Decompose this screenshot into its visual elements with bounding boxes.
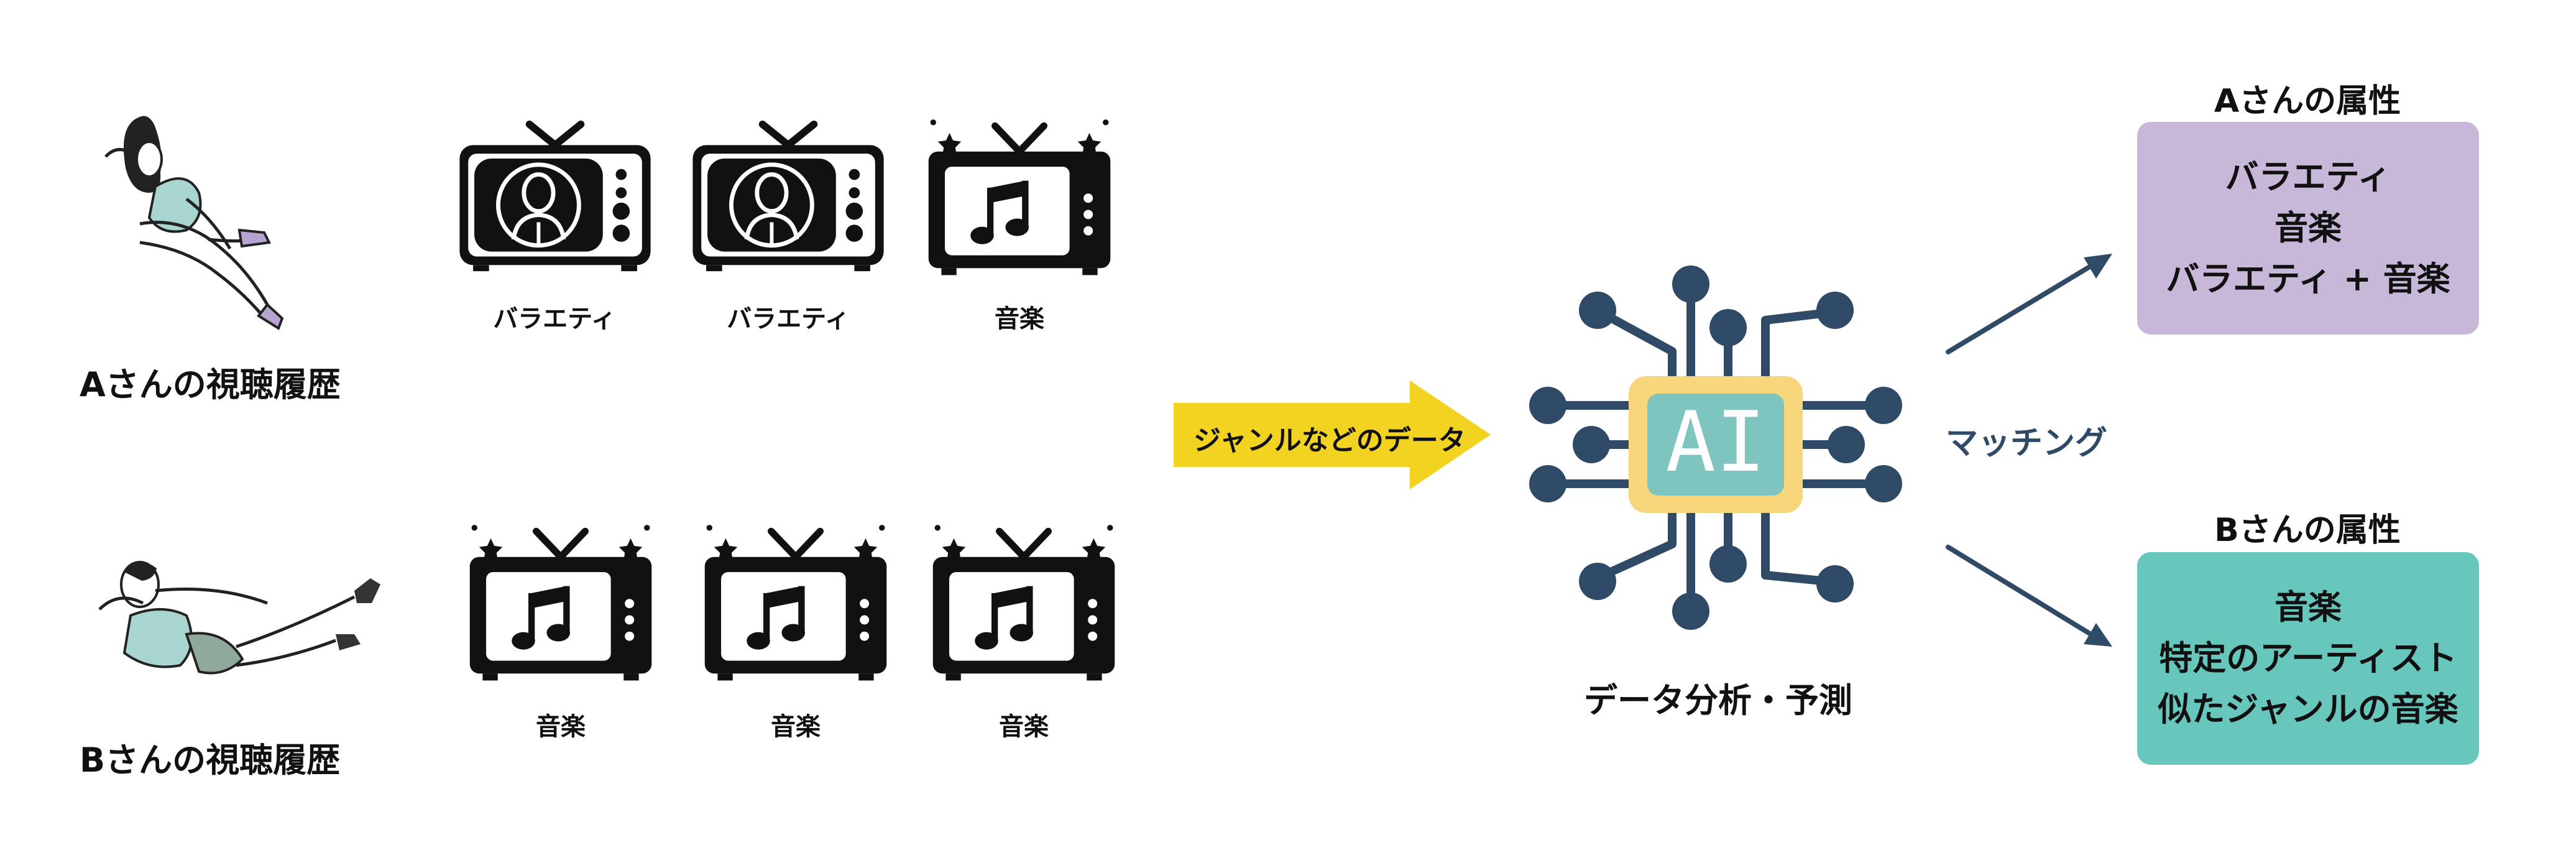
data-arrow-label: ジャンルなどのデータ [1194, 425, 1466, 456]
viewer-a-history-label: Aさんの視聴履歴 [80, 365, 341, 404]
tv-variety-icon [457, 118, 653, 277]
viewer-a-illustration [104, 116, 284, 330]
attribute-b-item: 音楽 [2275, 588, 2342, 627]
tv-genre-label: 音楽 [995, 305, 1044, 333]
tv-genre-label: 音楽 [536, 713, 586, 741]
attribute-b-item: 特定のアーティスト [2159, 639, 2457, 678]
tv-genre-label: バラエティ [493, 305, 616, 333]
tv-music-icon [467, 516, 654, 685]
tv-variety-icon [690, 118, 886, 277]
tv-music-icon [931, 516, 1117, 685]
attribute-a-item: バラエティ [2225, 157, 2391, 196]
tv-genre-label: 音楽 [999, 713, 1049, 741]
ai-caption: データ分析・予測 [1584, 681, 1852, 720]
matching-arrows [1946, 254, 2112, 647]
matching-label: マッチング [1946, 425, 2108, 462]
viewer-b-illustration [98, 561, 380, 675]
data-arrow [1174, 381, 1491, 489]
ai-chip-icon [1529, 265, 1902, 630]
attribute-b-box: 音楽 特定のアーティスト 似たジャンルの音楽 [2137, 552, 2479, 765]
tv-music-icon [926, 111, 1113, 280]
attribute-a-box: バラエティ 音楽 バラエティ + 音楽 [2137, 122, 2479, 335]
attribute-a-item: バラエティ + 音楽 [2166, 259, 2450, 298]
attribute-a-title: Aさんの属性 [2214, 83, 2401, 120]
attribute-b-item: 似たジャンルの音楽 [2158, 690, 2459, 729]
tv-genre-label: バラエティ [727, 305, 850, 333]
tv-genre-label: 音楽 [771, 713, 821, 741]
viewer-b-history-label: Bさんの視聴履歴 [80, 741, 341, 780]
attribute-b-title: Bさんの属性 [2214, 512, 2401, 549]
tv-music-icon [702, 516, 889, 685]
attribute-a-item: 音楽 [2275, 208, 2342, 247]
ai-chip-text: AI [1665, 394, 1766, 491]
